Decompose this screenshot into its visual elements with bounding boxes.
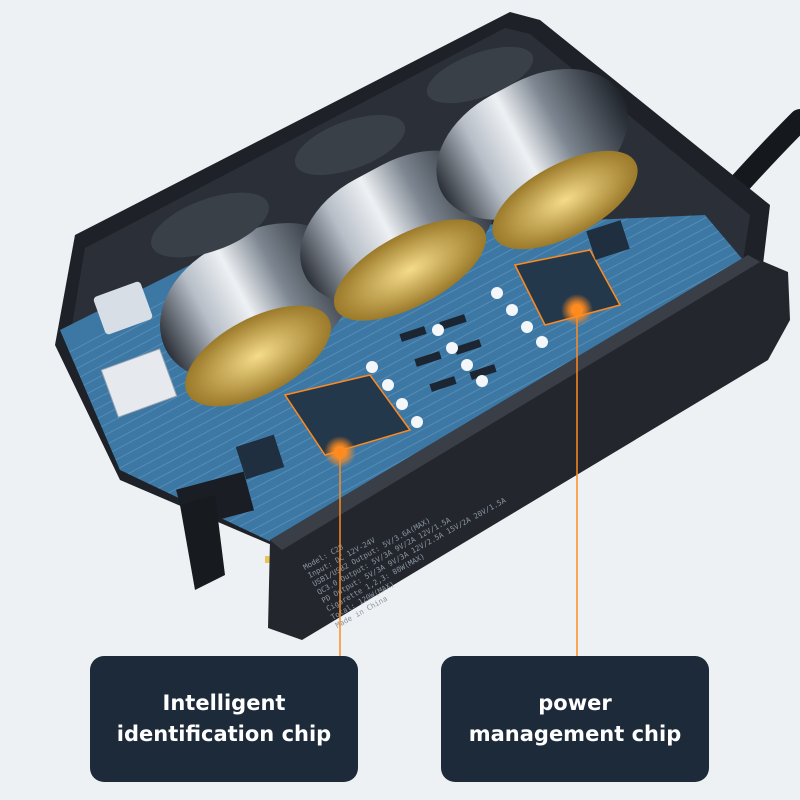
callout-line: power [538, 691, 612, 715]
usb-c-port [93, 281, 153, 335]
callout-identification-chip: Intelligent identification chip [90, 656, 358, 782]
callout-line: management chip [468, 722, 682, 746]
identification-chip [283, 374, 412, 456]
power-management-chip [513, 249, 622, 326]
cigarette-sockets [151, 46, 638, 407]
callout-line: Intelligent [162, 691, 286, 715]
usb-port [100, 348, 178, 418]
side-clip [180, 495, 225, 590]
socket-3 [426, 46, 638, 250]
callout-power-management-chip: power management chip [441, 656, 709, 782]
callout-line: identification chip [116, 722, 332, 746]
